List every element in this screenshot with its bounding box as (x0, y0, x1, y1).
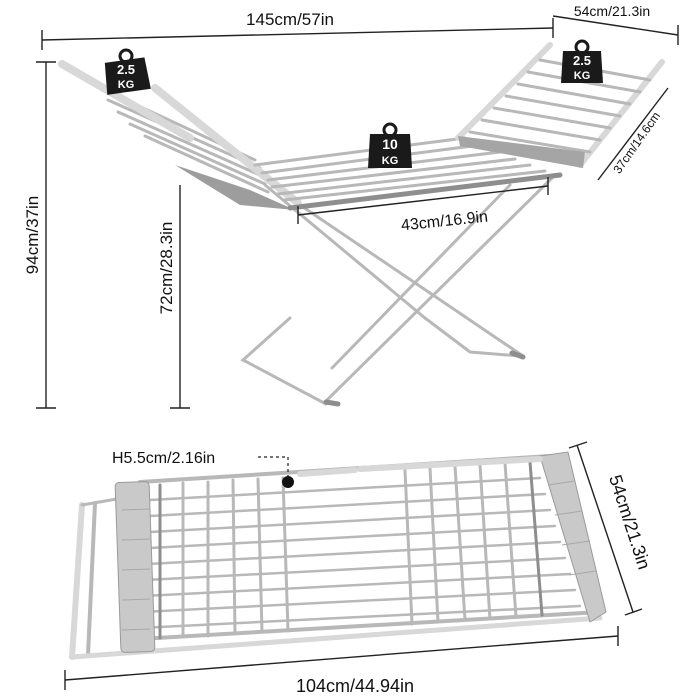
right-wing (455, 42, 665, 168)
center-width-label: 43cm/16.9in (400, 209, 488, 235)
right-hinge-block (539, 451, 607, 623)
weight-value: 2.5 (117, 62, 135, 77)
folded-crossbars (158, 460, 544, 640)
weight-unit: KG (382, 155, 399, 167)
unfolded-rack (58, 42, 665, 407)
folded-width-label: 54cm/21.3in (605, 472, 654, 571)
folded-length-dimension: 104cm/44.94in (64, 626, 619, 696)
foot-frame (240, 316, 328, 406)
depth-label: 54cm/21.3in (574, 3, 650, 19)
weight-unit: KG (574, 70, 591, 82)
height-dimension: 94cm/37in (23, 61, 56, 409)
thickness-label: H5.5cm/2.16in (112, 450, 215, 467)
leg-rod (330, 183, 512, 370)
center-height-dimension: 72cm/28.3in (157, 185, 190, 409)
folded-rack (69, 451, 607, 660)
weight-value: 2.5 (573, 53, 591, 68)
weight-value: 10 (382, 136, 398, 152)
folded-length-label: 104cm/44.94in (296, 676, 414, 696)
center-height-label: 72cm/28.3in (157, 222, 176, 315)
leg-rod (322, 173, 557, 405)
weight-unit: KG (118, 79, 135, 91)
thickness-marker (282, 476, 294, 488)
weight-badge-left: 2.5 KG (104, 48, 151, 95)
thickness-dimension: H5.5cm/2.16in (112, 450, 294, 488)
weight-badge-center: 10 KG (368, 122, 412, 168)
left-wing (58, 60, 302, 210)
folded-rails (138, 476, 582, 630)
height-label: 94cm/37in (23, 196, 42, 274)
width-dimension: 145cm/57in (41, 10, 554, 50)
foot-cap (509, 350, 526, 360)
left-hinge-block (114, 481, 156, 653)
foot-frame (423, 316, 522, 358)
leg-rod (298, 203, 525, 358)
weight-badge-right: 2.5 KG (561, 39, 603, 83)
width-label: 145cm/57in (246, 10, 334, 29)
foot-cap (323, 399, 341, 407)
depth-dimension: 54cm/21.3in (552, 3, 679, 45)
